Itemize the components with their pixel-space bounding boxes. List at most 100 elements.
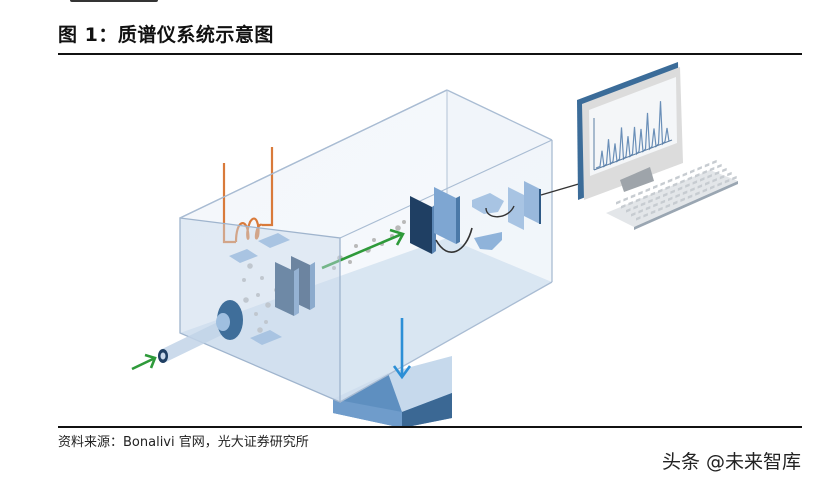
top-rule: [58, 53, 802, 55]
keyboard-key: [727, 171, 732, 177]
keyboard-key: [628, 201, 633, 206]
keyboard-key: [712, 159, 717, 165]
keyboard-key: [670, 189, 675, 194]
keyboard-key: [673, 200, 678, 206]
keyboard-key: [705, 181, 710, 186]
ion-particle: [257, 327, 263, 333]
keyboard-key: [658, 206, 663, 212]
keyboard-key: [645, 187, 651, 193]
bottom-rule: [58, 426, 802, 428]
keyboard-key: [712, 178, 717, 183]
keyboard-key: [655, 195, 661, 201]
keyboard-key: [685, 183, 690, 188]
accelerating-plates: [275, 256, 315, 316]
heating-filament: [222, 147, 274, 244]
keyboard-key: [648, 198, 653, 204]
keyboard-key: [660, 199, 666, 205]
keyboard-key: [665, 185, 670, 190]
vacuum-arrow: [392, 318, 412, 380]
keyboard-key: [702, 170, 707, 175]
keyboard-key: [636, 216, 641, 221]
keyboard-key: [680, 197, 685, 202]
keyboard-key: [717, 163, 722, 169]
ion-particle: [242, 278, 246, 282]
ion-particle: [264, 320, 268, 324]
source-note: 资料来源：Bonalivi 官网，光大证券研究所: [58, 435, 309, 450]
ion-particle: [348, 260, 352, 264]
keyboard: [606, 159, 738, 230]
keyboard-key: [687, 176, 693, 181]
ion-particle: [395, 225, 401, 231]
keyboard-key: [643, 194, 648, 200]
ion-particle: [254, 312, 258, 316]
ion-beam-arrow: [321, 228, 405, 270]
sample-inlet: [158, 300, 243, 363]
sample-in-arrow: [131, 353, 157, 371]
keyboard-key: [702, 188, 708, 193]
keyboard-key: [668, 196, 673, 202]
keyboard-key: [638, 190, 643, 196]
ion-particle: [247, 263, 253, 269]
keyboard-key: [653, 202, 658, 208]
keyboard-key: [710, 185, 715, 190]
keyboard-key: [709, 166, 715, 172]
keyboard-key: [714, 170, 720, 176]
clipped-heading-fragment: [70, 0, 160, 2]
keyboard-key: [643, 213, 648, 218]
ion-particle: [372, 238, 376, 242]
keyboard-key: [616, 200, 621, 205]
keyboard-key: [653, 184, 658, 190]
keyboard-key: [687, 194, 693, 199]
keyboard-key: [635, 197, 641, 203]
keyboard-key: [645, 205, 651, 211]
keyboard-key: [697, 166, 702, 171]
keyboard-key: [682, 190, 688, 195]
figure-title: 图 1：质谱仪系统示意图: [58, 24, 274, 46]
keyboard-key: [677, 186, 683, 191]
keyboard-key: [732, 175, 737, 181]
ion-particle: [260, 276, 264, 280]
mass-analyzer: [410, 187, 473, 254]
keyboard-key: [660, 181, 665, 186]
keyboard-key: [680, 179, 685, 184]
computer: [577, 62, 738, 230]
vacuum-chamber: [179, 89, 553, 403]
keyboard-key: [697, 184, 703, 189]
ion-particle: [265, 302, 271, 308]
keyboard-key: [717, 182, 722, 187]
keyboard-key: [704, 162, 710, 168]
keyboard-key: [631, 212, 636, 217]
ion-particle: [354, 244, 358, 248]
keyboard-key: [724, 178, 730, 184]
ion-particle: [256, 293, 260, 297]
keyboard-key: [658, 188, 663, 194]
keyboard-key: [682, 172, 688, 177]
keyboard-key: [719, 174, 725, 180]
keyboard-key: [640, 201, 646, 207]
keyboard-key: [663, 192, 668, 198]
ion-particle: [332, 266, 336, 270]
ion-particle: [402, 220, 406, 224]
keyboard-key: [690, 169, 695, 174]
keyboard-key: [638, 209, 643, 214]
keyboard-key: [722, 167, 727, 173]
keyboard-key: [690, 187, 695, 192]
detector: [472, 181, 583, 250]
chamber-front-face: [179, 89, 448, 403]
mass-spectrometer-diagram: [131, 62, 738, 428]
keyboard-key: [707, 174, 712, 179]
monitor-screen: [589, 77, 677, 176]
watermark: 头条 @未来智库: [662, 451, 802, 473]
keyboard-key: [623, 197, 628, 202]
keyboard-key: [626, 208, 631, 213]
keyboard-key: [665, 203, 671, 209]
keyboard-key: [630, 193, 636, 199]
keyboard-key: [667, 178, 673, 183]
keyboard-key: [675, 175, 680, 180]
keyboard-key: [672, 182, 678, 187]
keyboard-key: [621, 204, 626, 209]
keyboard-key: [650, 191, 656, 197]
keyboard-key: [650, 209, 656, 215]
keyboard-key: [700, 177, 705, 182]
ion-particle: [243, 297, 249, 303]
